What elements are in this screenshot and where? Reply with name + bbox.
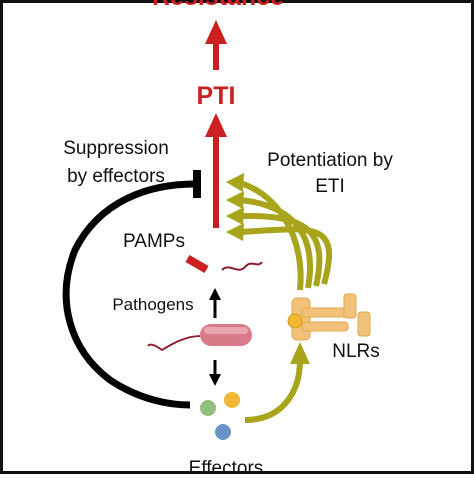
suppression-line2: by effectors (67, 166, 165, 187)
pamps-label: PAMPs (123, 231, 185, 252)
potentiation-line2: ETI (315, 176, 345, 197)
potentiation-line1: Potentiation by (267, 150, 393, 171)
suppression-line1: Suppression (63, 138, 169, 159)
potentiation-arrows (239, 180, 333, 291)
effector-green-icon (200, 400, 216, 416)
suppression-inhibition-arc (62, 170, 201, 409)
pathogens-label: Pathogens (112, 295, 193, 314)
effector-blue-icon (215, 424, 231, 440)
effector-yellow-icon (224, 392, 240, 408)
resistance-label: Resistance (152, 0, 284, 11)
flagellin-squiggle-icon (221, 261, 263, 271)
effectors-label: Effectors (189, 458, 264, 474)
nlr-receptor-icon (287, 293, 371, 341)
effectors-to-nlrs-arrow (244, 342, 310, 423)
pti-label: PTI (197, 82, 236, 110)
pamps-to-pti-arrow (205, 113, 227, 228)
pathogens-to-pamps-arrow (209, 288, 221, 318)
pathogen-bacterium-icon (147, 324, 252, 352)
potentiation-arrowheads (226, 173, 244, 241)
nlrs-label: NLRs (332, 341, 380, 362)
pti-to-resistance-arrow (205, 20, 227, 70)
pamp-fragment-icon (185, 255, 209, 273)
pathogens-to-effectors-arrow (209, 360, 221, 386)
